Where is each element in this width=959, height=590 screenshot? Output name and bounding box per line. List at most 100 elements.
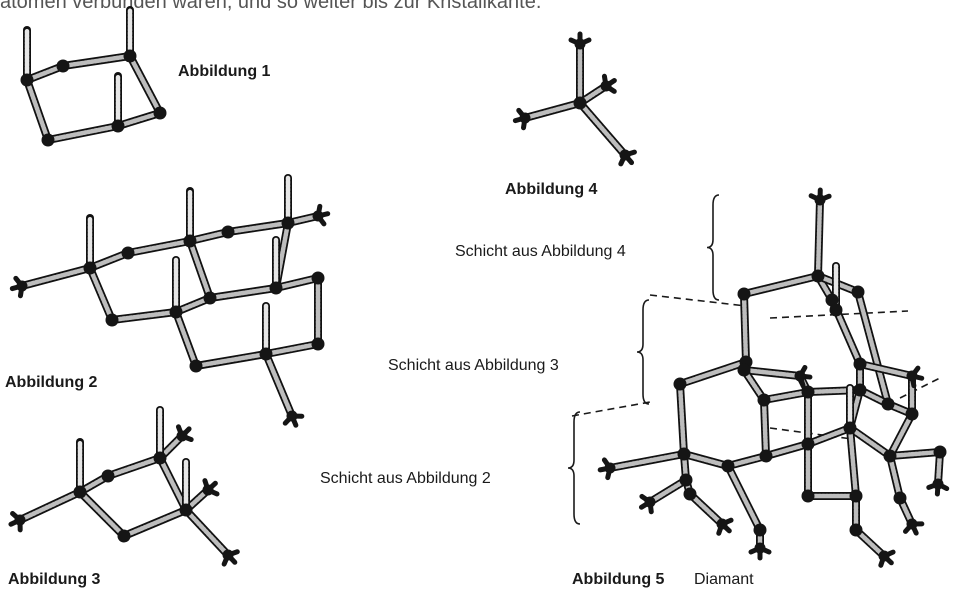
layer-bracket	[567, 411, 581, 525]
bond-fill	[105, 455, 163, 479]
bond-fill	[887, 411, 915, 459]
bond-fill	[183, 507, 231, 558]
terminal-cap	[568, 31, 592, 50]
layer-2-label: Schicht aus Abbildung 2	[320, 470, 491, 487]
cap-center	[16, 280, 28, 292]
terminal-cap	[638, 493, 656, 515]
atom	[759, 449, 773, 463]
bond-fill	[847, 425, 893, 459]
cap-center	[600, 80, 612, 92]
bond	[172, 308, 200, 370]
bond-fill	[741, 273, 821, 297]
terminal-cap	[312, 203, 331, 227]
atom	[853, 357, 867, 371]
bond	[576, 99, 629, 159]
bond-fill	[19, 265, 93, 289]
terminal-cap	[9, 275, 28, 299]
bond	[846, 424, 894, 460]
atom	[849, 489, 863, 503]
terminal-cap	[175, 424, 194, 443]
bond	[676, 358, 750, 388]
atom	[20, 73, 34, 87]
atom	[825, 293, 839, 307]
bond-fill	[815, 197, 823, 279]
layer-brackets	[567, 194, 720, 525]
atom	[757, 393, 771, 407]
cap-center	[906, 518, 918, 530]
bond-fill	[607, 451, 687, 471]
figure-2-label: Abbildung 2	[5, 374, 98, 391]
atom	[677, 447, 691, 461]
bond-fill	[45, 123, 121, 143]
figure-1-label: Abbildung 1	[178, 63, 271, 80]
bond	[680, 450, 732, 470]
atom	[111, 119, 125, 133]
bond-fill	[687, 491, 725, 527]
atom	[843, 421, 857, 435]
bond-fill	[725, 453, 769, 469]
bond-fill	[115, 110, 163, 129]
atom	[123, 49, 137, 63]
cap-center	[222, 549, 234, 561]
bond-fill	[187, 229, 231, 244]
bond	[740, 290, 750, 366]
atoms-layer	[8, 31, 950, 568]
bond-fill	[60, 53, 133, 69]
bond	[262, 350, 296, 420]
layer-separator	[899, 377, 941, 399]
atom	[121, 246, 135, 260]
bond	[804, 424, 854, 448]
bond	[76, 488, 128, 540]
bond	[114, 109, 164, 130]
cap-center	[754, 542, 766, 554]
cap-center	[814, 194, 826, 206]
bond	[740, 272, 822, 298]
atom	[311, 337, 325, 351]
bond-fill	[121, 507, 189, 539]
bond	[606, 450, 688, 472]
bond-fill	[741, 291, 749, 365]
bond	[120, 506, 190, 540]
atom	[801, 385, 815, 399]
bond-fill	[87, 250, 131, 271]
atom	[101, 469, 115, 483]
atom	[183, 234, 197, 248]
terminal-cap	[878, 549, 896, 568]
bond	[224, 219, 292, 236]
bond-fill	[741, 367, 803, 379]
atom	[221, 225, 235, 239]
bond	[760, 388, 812, 404]
atom	[117, 529, 131, 543]
bond-fill	[677, 381, 687, 457]
atom	[753, 523, 767, 537]
bond-fill	[857, 361, 915, 379]
atom	[683, 487, 697, 501]
cap-center	[14, 514, 26, 526]
atom	[203, 291, 217, 305]
bond-fill	[725, 463, 763, 533]
cap-center	[932, 478, 944, 490]
atom	[269, 281, 283, 295]
bond-fill	[207, 285, 279, 301]
bond	[18, 264, 94, 290]
atom	[259, 347, 273, 361]
bond	[886, 452, 904, 502]
bond-fill	[887, 449, 943, 459]
atom	[573, 96, 587, 110]
bond	[856, 360, 916, 380]
terminal-cap	[202, 478, 220, 497]
atom	[281, 216, 295, 230]
terminal-cap	[808, 187, 832, 206]
layer-bracket	[706, 194, 720, 301]
bond	[724, 462, 764, 534]
bond-fill	[263, 341, 321, 357]
bond	[182, 506, 232, 559]
bond	[854, 288, 892, 408]
cap-center	[519, 112, 531, 124]
bond	[108, 308, 180, 324]
bond-fill	[263, 351, 295, 419]
bond-fill	[887, 453, 903, 501]
bond	[846, 424, 860, 500]
bond-fill	[761, 397, 769, 459]
cap-center	[574, 38, 586, 50]
